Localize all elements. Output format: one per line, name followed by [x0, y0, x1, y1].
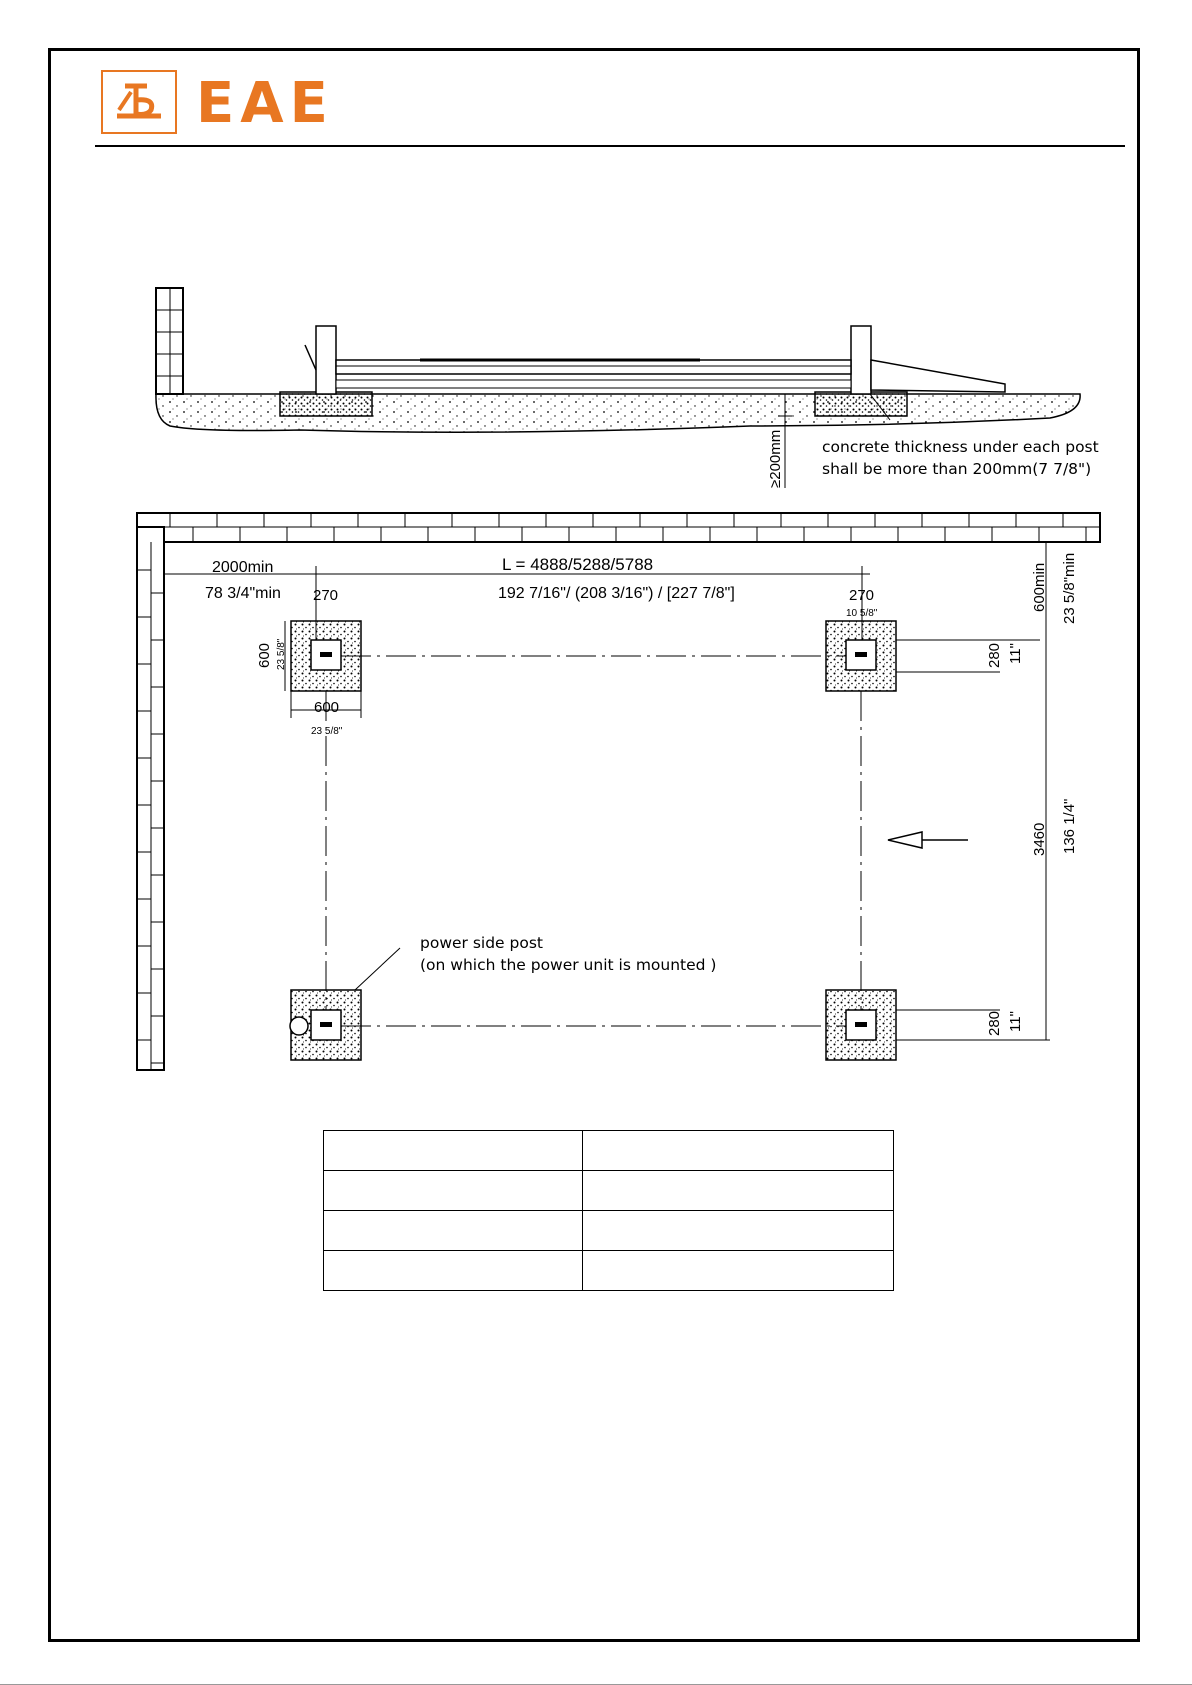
concrete-note: concrete thickness under each post shall… [822, 436, 1099, 480]
pad-width-in: 23 5/8" [311, 726, 343, 737]
post-footing-left [279, 391, 373, 417]
offset-top-in: 11" [1007, 643, 1024, 664]
power-side-note-line-2: (on which the power unit is mounted ) [420, 956, 717, 974]
table-cell [582, 1250, 894, 1291]
offset-top: 280 [986, 643, 1003, 668]
wall-clearance-mm: 2000min [212, 559, 273, 576]
table-cell [323, 1210, 583, 1251]
table-row [323, 1130, 894, 1171]
power-side-note-line-1: power side post [420, 934, 543, 952]
length-inches: 192 7/16"/ (208 3/16") / [227 7/8"] [498, 585, 735, 602]
header-rule [95, 145, 1125, 147]
rear-clearance: 600min [1031, 563, 1048, 612]
base-width-right: 270 [849, 587, 874, 604]
concrete-note-line-1: concrete thickness under each post [822, 438, 1099, 456]
table-cell [323, 1130, 583, 1171]
table-cell [323, 1250, 583, 1291]
brand-logo-text: EAE [196, 71, 334, 136]
base-width-left: 270 [313, 587, 338, 604]
pad-width: 600 [314, 699, 339, 716]
rear-clearance-in: 23 5/8"min [1061, 553, 1078, 624]
table-row [323, 1250, 894, 1291]
base-width-right-in: 10 5/8" [846, 608, 878, 619]
power-unit-icon [289, 1016, 309, 1036]
page-frame [48, 48, 1140, 1642]
pad-height: 600 [256, 643, 273, 668]
width-mm: 3460 [1031, 823, 1048, 856]
table-cell [582, 1210, 894, 1251]
wall-clearance-in: 78 3/4"min [205, 585, 281, 602]
direction-arrow [887, 831, 968, 849]
table-cell [582, 1170, 894, 1211]
table-row [323, 1170, 894, 1211]
spec-table [323, 1130, 894, 1291]
concrete-note-line-2: shall be more than 200mm(7 7/8") [822, 460, 1092, 478]
table-cell [582, 1130, 894, 1171]
offset-bottom: 280 [986, 1011, 1003, 1036]
plan-drawing: 2000min 78 3/4"min L = 4888/5288/5788 19… [136, 512, 1101, 1071]
ramp [870, 359, 1006, 393]
brand-logo-mark [101, 70, 177, 134]
plan-wall-top [136, 512, 1101, 543]
table-cell [323, 1170, 583, 1211]
elevation-drawing: ≥200mm [155, 287, 1081, 488]
width-in: 136 1/4" [1061, 799, 1078, 854]
elevation-dim-label: ≥200mm [767, 430, 784, 488]
offset-bottom-in: 11" [1007, 1011, 1024, 1032]
pad-height-in: 23 5/8" [276, 638, 287, 670]
plan-wall-left [136, 526, 165, 1071]
table-row [323, 1210, 894, 1251]
post-footing-right [814, 391, 908, 417]
length-label: L = 4888/5288/5788 [502, 555, 653, 574]
power-side-note: power side post (on which the power unit… [420, 932, 716, 976]
